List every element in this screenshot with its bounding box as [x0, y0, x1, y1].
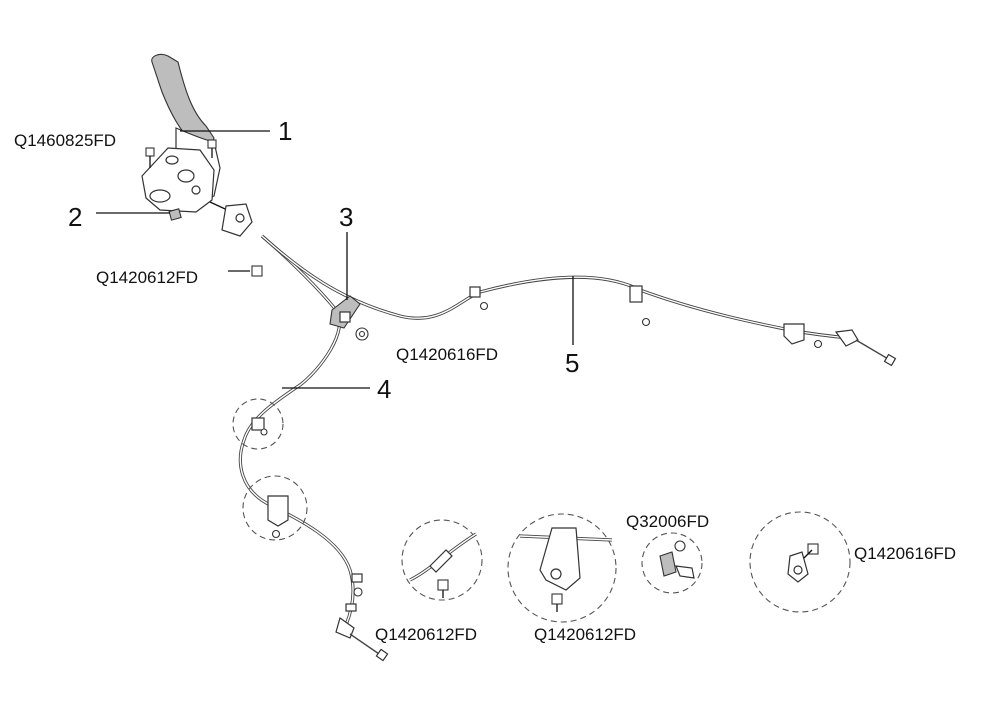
- part-number-lever-bolt: Q1460825FD: [14, 131, 116, 150]
- detail-c: [641, 532, 703, 594]
- detail-a: [401, 519, 483, 601]
- callout-3: 3: [339, 202, 353, 232]
- part-number-detail-c-nut: Q32006FD: [626, 512, 709, 531]
- hand-brake-lever: [141, 53, 253, 237]
- lever-bolt-right: [207, 139, 217, 158]
- rear-brake-cable-right: [260, 234, 897, 367]
- callout-4: 4: [377, 374, 391, 404]
- part-number-bracket-bolt-mid: Q1420616FD: [396, 345, 498, 364]
- detail-d: [749, 511, 851, 613]
- part-number-detail-b-bolt: Q1420612FD: [534, 625, 636, 644]
- cable-bolt-upper: [228, 265, 263, 277]
- callout-2: 2: [68, 202, 82, 232]
- lever-bolt-left: [145, 147, 155, 168]
- clip-part: [168, 208, 182, 221]
- part-number-detail-d-bolt: Q1420616FD: [854, 544, 956, 563]
- part-number-detail-a-bolt: Q1420612FD: [375, 625, 477, 644]
- callout-5: 5: [565, 348, 579, 378]
- detail-b: [507, 513, 617, 623]
- detail-marker-clip-lower: [242, 475, 308, 541]
- detail-marker-clip-upper: [232, 398, 284, 450]
- part-number-cable-bolt-upper: Q1420612FD: [96, 268, 198, 287]
- cable-bracket: [329, 295, 369, 341]
- callout-1: 1: [278, 116, 292, 146]
